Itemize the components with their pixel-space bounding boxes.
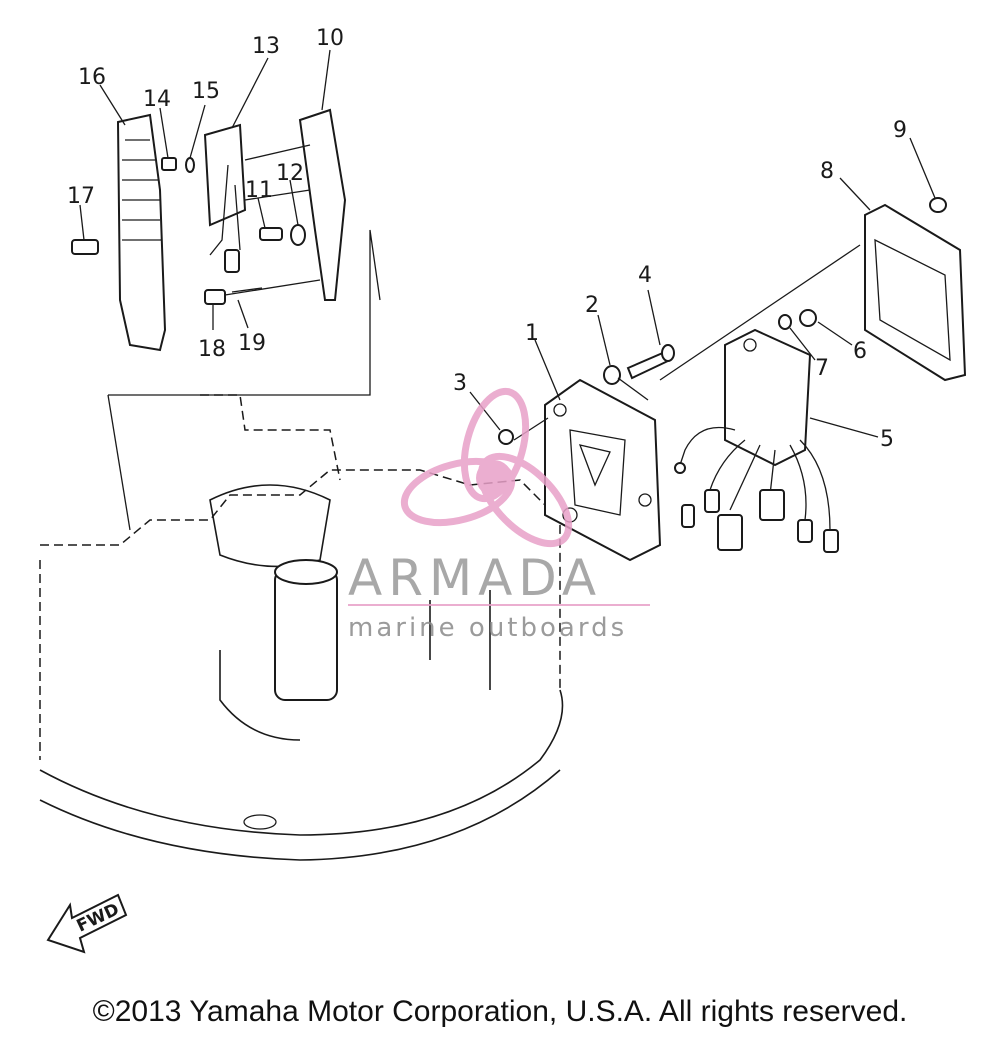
callout-7: 7 (815, 356, 829, 381)
mounting-plate (544, 378, 662, 562)
callout-6: 6 (853, 339, 867, 364)
engine-outline (39, 229, 564, 861)
callout-labels: 1 2 3 4 5 6 7 8 9 10 11 12 13 14 15 16 1… (67, 26, 907, 452)
callout-14: 14 (143, 87, 171, 112)
callout-10: 10 (316, 26, 344, 51)
callout-12: 12 (276, 161, 304, 186)
fwd-arrow-icon: FWD (46, 893, 128, 954)
callout-19: 19 (238, 331, 266, 356)
fasteners-right (778, 309, 817, 330)
cdi-unit (674, 328, 839, 553)
callout-15: 15 (192, 79, 220, 104)
cover (864, 197, 967, 382)
callout-9: 9 (893, 118, 907, 143)
callout-18: 18 (198, 337, 226, 362)
callout-13: 13 (252, 34, 280, 59)
callout-8: 8 (820, 159, 834, 184)
callout-11: 11 (245, 178, 273, 203)
callout-16: 16 (78, 65, 106, 90)
left-bracket-group (71, 108, 347, 352)
propeller-logo-icon (400, 387, 573, 548)
callout-2: 2 (585, 293, 599, 318)
callout-3: 3 (453, 371, 467, 396)
callout-5: 5 (880, 427, 894, 452)
armada-watermark: ARMADA marine outboards (348, 387, 650, 643)
callout-1: 1 (525, 321, 539, 346)
watermark-tagline: marine outboards (348, 613, 627, 643)
watermark-brand: ARMADA (348, 549, 602, 607)
callout-4: 4 (638, 263, 652, 288)
copyright-notice: ©2013 Yamaha Motor Corporation, U.S.A. A… (92, 995, 908, 1028)
callout-17: 17 (67, 184, 95, 209)
fasteners-center (498, 344, 675, 445)
leader-lines (79, 49, 936, 438)
